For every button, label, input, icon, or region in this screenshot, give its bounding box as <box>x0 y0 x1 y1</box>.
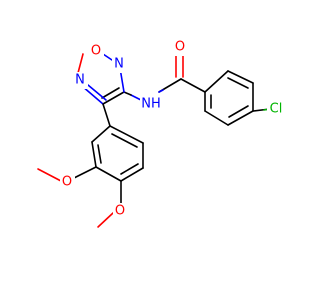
bond-ring1-b-inner <box>227 77 249 89</box>
bond-ring1-e <box>204 110 229 126</box>
bond-o-ch3-3 <box>37 168 62 182</box>
bond-ring-o-methoxy3 <box>73 166 97 179</box>
bond-ring2-n-c4-inner <box>87 84 107 101</box>
bond-ring3-a <box>91 125 111 143</box>
atom-o-carbonyl: O <box>175 40 185 55</box>
bond-ring1-a <box>204 70 229 93</box>
bond-ring3-b <box>91 141 97 168</box>
bond-carbonyl-ring <box>180 78 206 93</box>
bond-c-nh-colored <box>158 89 164 93</box>
bond-ring1-d-inner <box>228 105 249 118</box>
atom-o-methoxy-4: O <box>115 204 125 219</box>
atom-n-ring-upper: N <box>114 57 124 72</box>
bond-ring3-c <box>95 166 122 182</box>
atom-o-methoxy-4-bg <box>113 203 128 220</box>
bond-nh-ring <box>130 94 142 101</box>
atom-n-ring-lower-bg <box>73 72 88 89</box>
bond-ring2-o-n <box>77 53 84 74</box>
bond-ring3-d-inner <box>120 163 139 175</box>
atom-o-ring: O <box>91 44 101 59</box>
atom-o-ring-bg <box>89 43 104 60</box>
atom-o-methoxy-3: O <box>62 175 72 190</box>
bonds <box>37 51 271 228</box>
atom-n-ring-lower: N <box>75 73 85 88</box>
atom-cl-bg <box>267 101 285 118</box>
bond-o-ch3-4 <box>97 212 114 228</box>
bond-ring2-c3-c4 <box>102 91 125 105</box>
atom-nh: NH <box>141 97 161 112</box>
bond-ring3-b-inner <box>97 144 102 164</box>
atom-labels: O NH N O N Cl O O <box>60 38 285 220</box>
atom-nh-bg <box>140 95 162 113</box>
bond-ring3-f-inner <box>111 133 138 148</box>
bond-oxadiazole-aryl <box>102 103 111 127</box>
bond-ring1-d <box>227 110 254 126</box>
atom-cl: Cl <box>270 102 283 117</box>
bond-ring2-c3-c4-inner <box>101 87 120 99</box>
bond-ring3-d <box>120 167 144 182</box>
atom-o-carbonyl-bg <box>172 38 188 56</box>
bond-ring1-b <box>227 70 254 84</box>
bond-ring3-f <box>109 125 144 144</box>
atom-n-ring-upper-bg <box>112 56 127 73</box>
molecule-structure-diagram: O NH N O N Cl O O <box>37 38 285 228</box>
bond-nh-ring-black <box>123 91 132 96</box>
atom-o-methoxy-3-bg <box>60 174 75 191</box>
